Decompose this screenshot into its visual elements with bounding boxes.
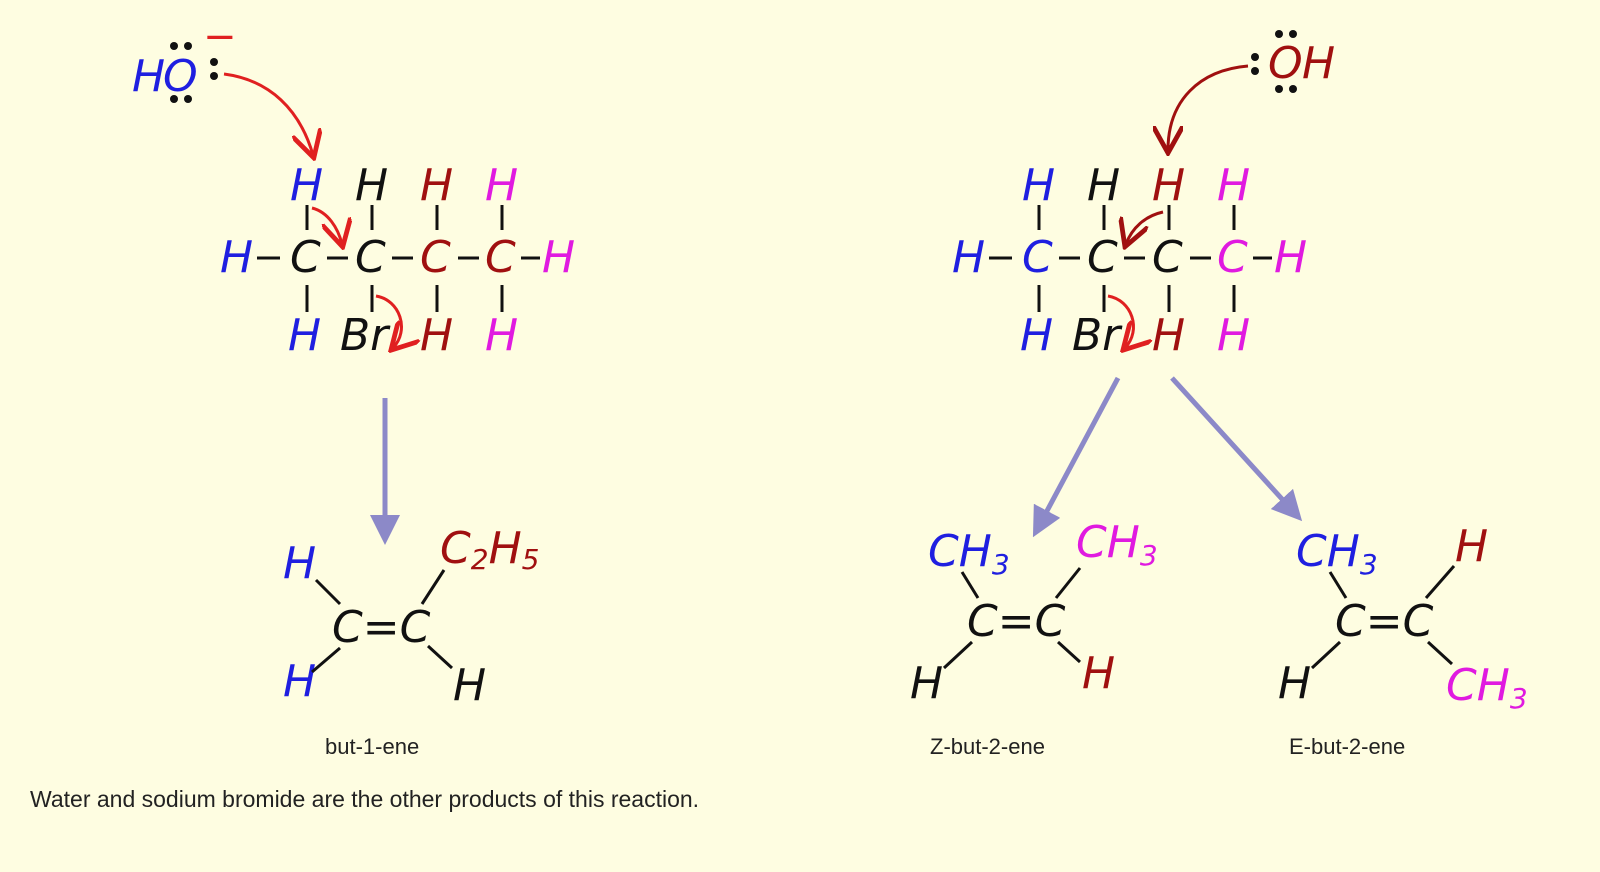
right-h: H bbox=[542, 232, 575, 283]
bromine: Br bbox=[340, 310, 391, 361]
r-left-h: H bbox=[952, 232, 985, 283]
z-ch3-right: CH3 bbox=[1076, 517, 1158, 572]
alkene-core: C=C bbox=[332, 602, 431, 653]
top-h-4: H bbox=[485, 160, 518, 211]
hydroxide-oxygen-right: O bbox=[1268, 38, 1303, 89]
z-ch3-right-sub: 3 bbox=[1140, 539, 1158, 572]
z-alkene-core: C=C bbox=[967, 596, 1066, 647]
z-ch3-left: CH3 bbox=[928, 526, 1010, 581]
top-bonds bbox=[305, 205, 504, 230]
r-carbon-3: C bbox=[1152, 232, 1183, 283]
reaction-arrow-to-z bbox=[1032, 376, 1121, 538]
r-bottom-h-4: H bbox=[1217, 310, 1250, 361]
product-bonds bbox=[311, 569, 454, 674]
e-bonds bbox=[1310, 565, 1456, 670]
r-bottom-h-3: H bbox=[1152, 310, 1185, 361]
top-h-3: H bbox=[420, 160, 453, 211]
e-alkene-core: C=C bbox=[1335, 596, 1434, 647]
r-top-bonds bbox=[1037, 205, 1236, 230]
top-h-1: H bbox=[290, 160, 323, 211]
e-h-bottom-left: H bbox=[1278, 658, 1311, 709]
curly-arrow-cbr-to-br-right bbox=[1107, 294, 1133, 348]
curly-arrow-cbr-to-br bbox=[375, 294, 401, 348]
carbon-2: C bbox=[355, 232, 386, 283]
r-top-h-4: H bbox=[1217, 160, 1250, 211]
bottom-h-3: H bbox=[420, 310, 453, 361]
but-1-ene-structure: H H C=C C2H5 H bbox=[283, 523, 539, 711]
product-h-top-left: H bbox=[283, 538, 316, 589]
left-h: H bbox=[220, 232, 253, 283]
caption-z-but-2-ene: Z-but-2-ene bbox=[930, 734, 1045, 759]
caption-e-but-2-ene: E-but-2-ene bbox=[1289, 734, 1406, 759]
e-ch3-right-sub: 3 bbox=[1510, 682, 1528, 715]
right-mechanism: O H H H H H H C C C C H bbox=[910, 30, 1528, 715]
left-mechanism: H O − H H H H H C C C C H bbox=[132, 14, 575, 711]
hydroxide-hydrogen-right: H bbox=[1302, 38, 1335, 89]
e-ch3-right-main: CH bbox=[1446, 660, 1510, 711]
top-h-2: H bbox=[355, 160, 388, 211]
z-h-bottom-right: H bbox=[1082, 648, 1115, 699]
carbon-4: C bbox=[485, 232, 516, 283]
caption-but-1-ene: but-1-ene bbox=[325, 734, 420, 759]
ethyl-sub-5: 5 bbox=[522, 543, 540, 576]
carbon-3: C bbox=[420, 232, 451, 283]
hydroxide-ion-right: O H bbox=[1251, 30, 1335, 93]
z-ch3-right-main: CH bbox=[1076, 517, 1140, 568]
hydroxide-oxygen: O bbox=[163, 51, 198, 102]
r-top-h-2: H bbox=[1087, 160, 1120, 211]
e-ch3-left-main: CH bbox=[1296, 526, 1360, 577]
ethyl-c: C bbox=[440, 523, 471, 574]
r-bromine: Br bbox=[1072, 310, 1123, 361]
z-bonds bbox=[942, 567, 1082, 670]
bottom-h-4: H bbox=[485, 310, 518, 361]
ethyl-h: H bbox=[489, 523, 522, 574]
r-top-h-3: H bbox=[1152, 160, 1185, 211]
curly-arrow-ch-to-cc bbox=[311, 206, 342, 244]
r-carbon-2: C bbox=[1087, 232, 1118, 283]
r-carbon-4: C bbox=[1217, 232, 1248, 283]
curly-arrow-ch-to-cc-right bbox=[1126, 210, 1164, 244]
curly-arrow-oh-to-h bbox=[223, 72, 313, 155]
negative-charge: − bbox=[203, 14, 237, 60]
r-bottom-bonds bbox=[1037, 285, 1236, 312]
ethyl-sub-2: 2 bbox=[471, 543, 489, 576]
e-ch3-left: CH3 bbox=[1296, 526, 1378, 581]
z-h-bottom-left: H bbox=[910, 658, 943, 709]
lone-pairs-right bbox=[1251, 30, 1297, 93]
hydroxide-hydrogen: H bbox=[132, 51, 165, 102]
z-but-2-ene-structure: CH3 CH3 C=C H H bbox=[910, 517, 1158, 709]
e-but-2-ene-structure: CH3 H C=C H CH3 bbox=[1278, 521, 1528, 715]
bottom-bonds bbox=[305, 285, 504, 312]
e-ch3-right: CH3 bbox=[1446, 660, 1528, 715]
hydroxide-ion: H O − bbox=[132, 14, 237, 103]
reaction-arrow-to-e bbox=[1170, 376, 1303, 522]
curly-arrow-oh-to-h-right bbox=[1168, 64, 1249, 150]
e-h-top-right: H bbox=[1455, 521, 1488, 572]
lone-pairs bbox=[170, 42, 218, 103]
r-right-h: H bbox=[1274, 232, 1307, 283]
footnote: Water and sodium bromide are the other p… bbox=[30, 786, 700, 812]
ethyl-group: C2H5 bbox=[440, 523, 539, 576]
e-ch3-left-sub: 3 bbox=[1360, 548, 1378, 581]
r-carbon-1: C bbox=[1022, 232, 1053, 283]
z-ch3-left-sub: 3 bbox=[992, 548, 1010, 581]
carbon-1: C bbox=[290, 232, 321, 283]
r-bottom-h-1: H bbox=[1020, 310, 1053, 361]
z-ch3-left-main: CH bbox=[928, 526, 992, 577]
bottom-h-1: H bbox=[288, 310, 321, 361]
r-top-h-1: H bbox=[1022, 160, 1055, 211]
product-h-bottom-left: H bbox=[283, 656, 316, 707]
product-h-bottom-right: H bbox=[453, 660, 486, 711]
